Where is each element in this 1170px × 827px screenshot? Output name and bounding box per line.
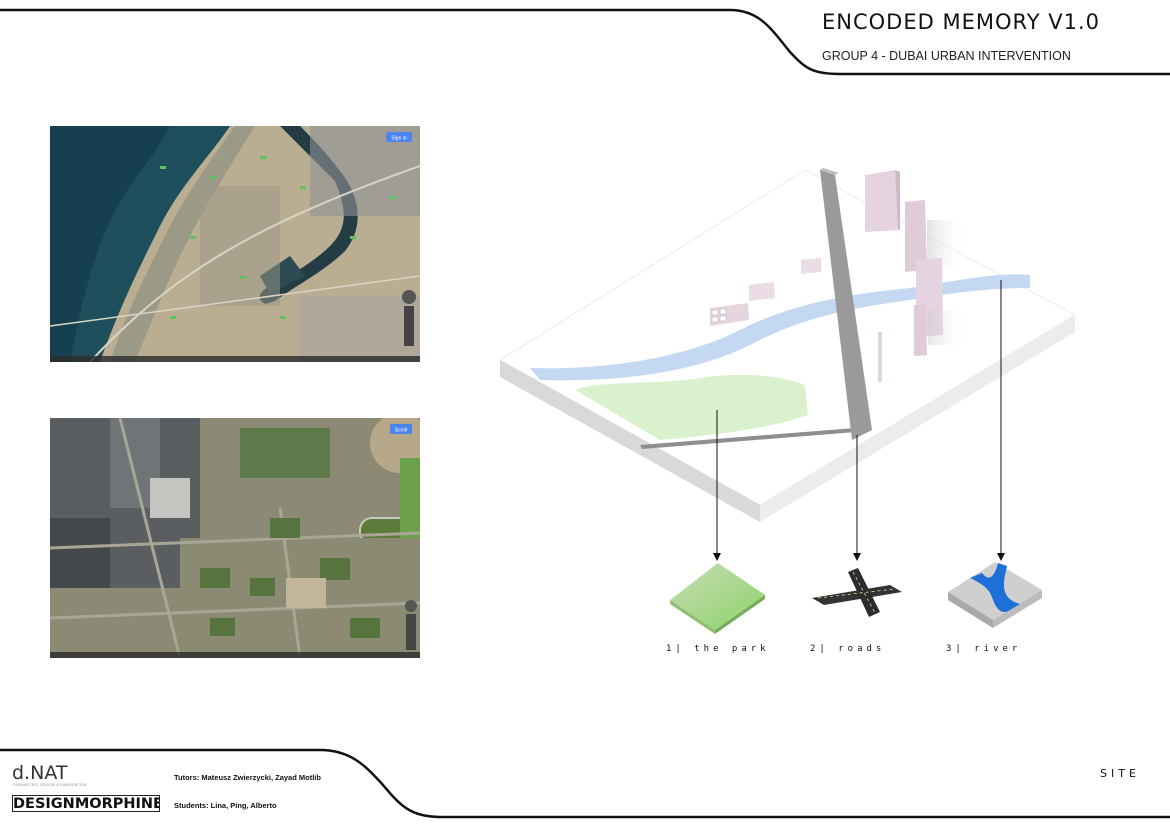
element-label-park: 1| the park (666, 644, 770, 654)
park-area (575, 374, 808, 440)
isometric-site-model (499, 168, 1077, 530)
river-channel (530, 274, 1030, 381)
dnat-logo: d.NAT (12, 762, 68, 784)
secondary-road (640, 428, 856, 449)
element-label-roads: 2| roads (810, 644, 886, 654)
site-slab-left-side (500, 360, 760, 522)
page-subtitle: GROUP 4 - DUBAI URBAN INTERVENTION (822, 49, 1071, 63)
callout-arrows (716, 280, 1002, 530)
building-cluster (710, 170, 968, 382)
sign-in-button[interactable]: Sign in (391, 136, 407, 142)
section-label: SITE (1100, 767, 1140, 780)
satellite-map-detail[interactable]: Scroll (50, 418, 420, 658)
site-slab-top (499, 169, 1077, 506)
tutors-credit: Tutors: Mateusz Zwierzycki, Zayad Motlib (174, 773, 321, 782)
designmorphine-logo: DESIGNMORPHINE (12, 795, 160, 812)
satellite-map-overview[interactable]: Sign in (50, 126, 420, 362)
element-label-river: 3| river (946, 644, 1022, 654)
students-credit: Students: Lina, Ping, Alberto (174, 801, 277, 810)
page-title: ENCODED MEMORY V1.0 (822, 10, 1101, 34)
dnat-logo-tagline: PARAMETRIC DESIGN & FABRICATION (13, 783, 87, 787)
main-road (820, 170, 872, 440)
site-slab-right-side (760, 315, 1075, 522)
scroll-button[interactable]: Scroll (395, 428, 408, 434)
